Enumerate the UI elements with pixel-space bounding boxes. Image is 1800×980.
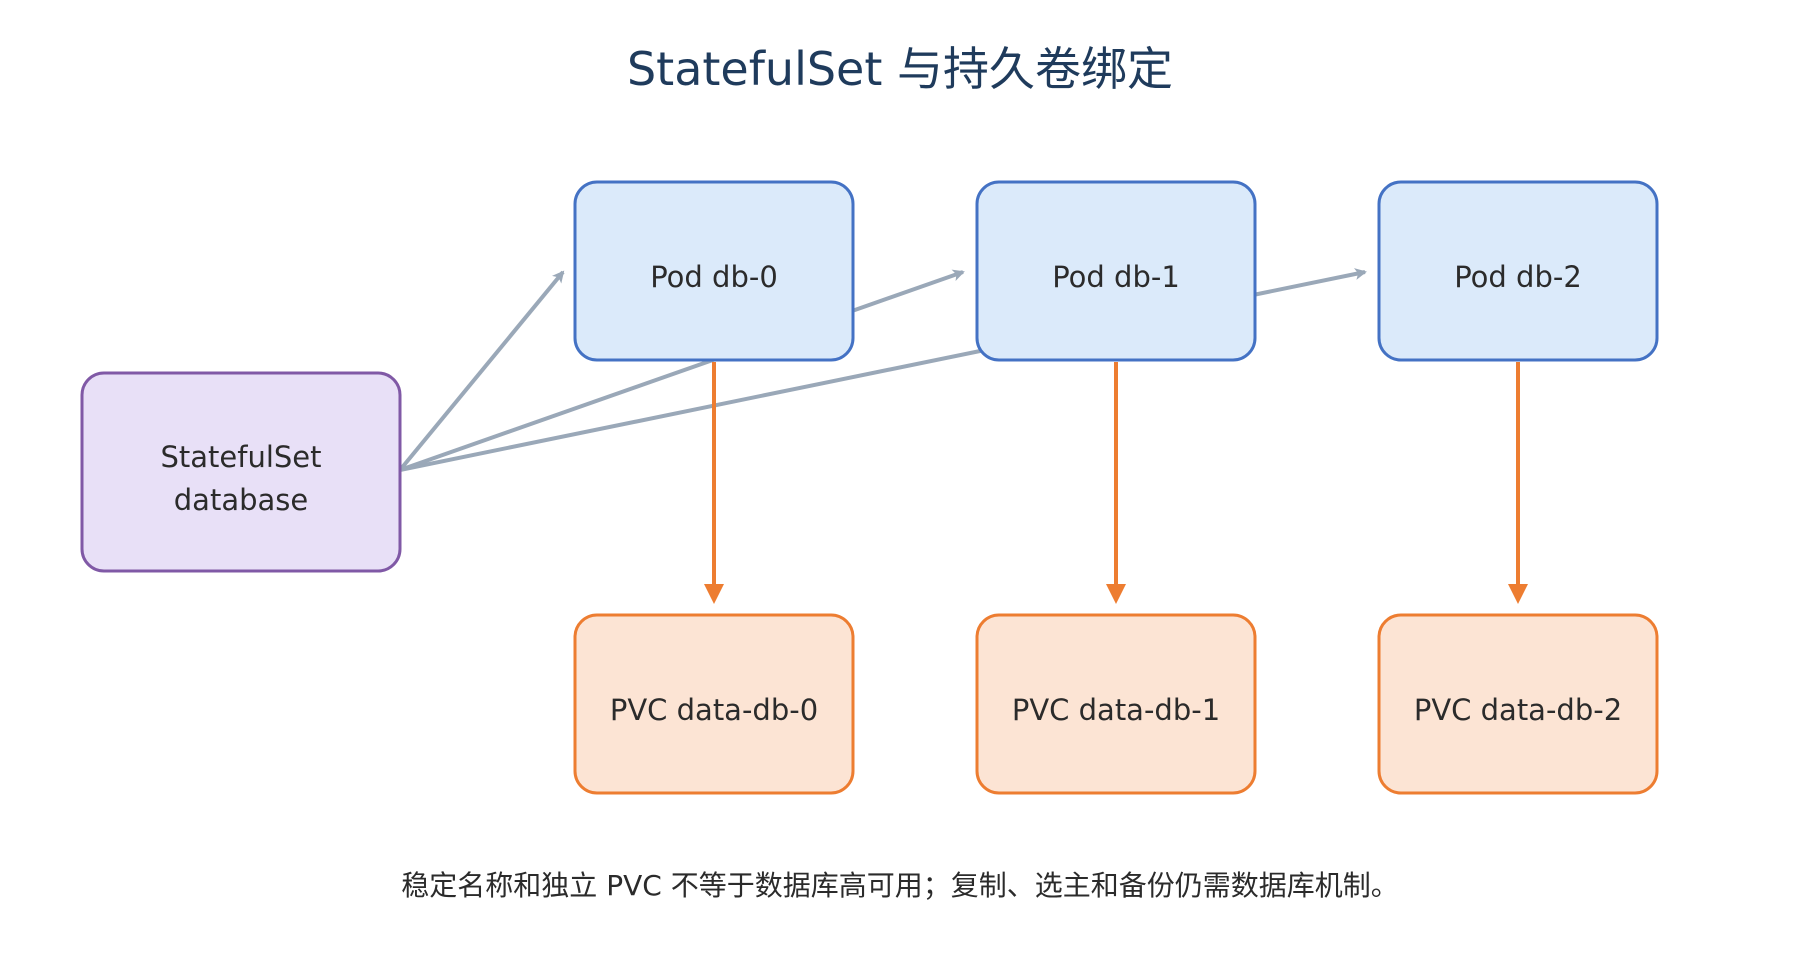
edge-statefulset-pod-1 (399, 269, 965, 472)
pod-node-0: Pod db-0 (573, 180, 855, 362)
pvc-node-2: PVC data-db-2 (1377, 613, 1659, 795)
arrowhead-pod-1-pvc-1 (1106, 584, 1126, 604)
statefulset-label-line2: database (174, 483, 308, 517)
pod-label: Pod db-0 (650, 260, 778, 294)
arrowhead-pod-0-pvc-0 (704, 584, 724, 604)
pod-label: Pod db-1 (1052, 260, 1180, 294)
caption: 稳定名称和独立 PVC 不等于数据库高可用；复制、选主和备份仍需数据库机制。 (401, 869, 1398, 902)
statefulset-node: StatefulSet database (80, 371, 402, 573)
page-title: StatefulSet 与持久卷绑定 (627, 42, 1173, 96)
pvc-label: PVC data-db-1 (1012, 693, 1220, 727)
pvc-node-0: PVC data-db-0 (573, 613, 855, 795)
arrowhead-pod-2-pvc-2 (1508, 584, 1528, 604)
pod-pvc-edges (704, 362, 1528, 604)
statefulset-label-line1: StatefulSet (160, 440, 321, 474)
pvc-label: PVC data-db-0 (610, 693, 818, 727)
pvc-label: PVC data-db-2 (1414, 693, 1622, 727)
pod-node-1: Pod db-1 (975, 180, 1257, 362)
pod-node-2: Pod db-2 (1377, 180, 1659, 362)
pvc-node-1: PVC data-db-1 (975, 613, 1257, 795)
edge-statefulset-pod-0 (398, 270, 565, 472)
pod-label: Pod db-2 (1454, 260, 1582, 294)
